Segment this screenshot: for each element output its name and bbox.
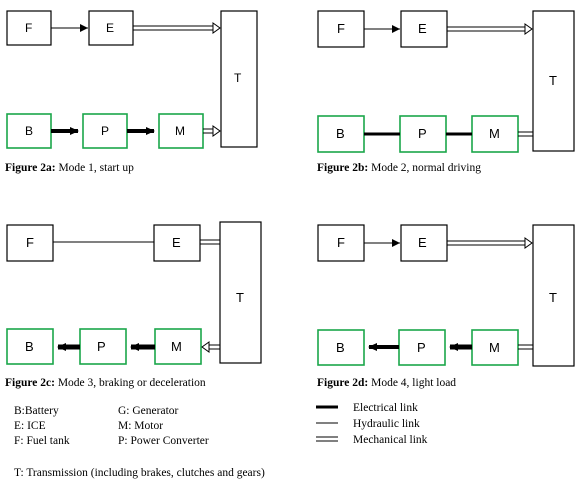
figure-2a-caption: Figure 2a: Mode 1, start up [5,162,134,174]
motor-label: M [489,126,500,141]
battery-label: B [336,126,345,141]
figure-2a: F E T B P M Figure 2a: Mode 1, start up [5,10,258,174]
fuel-tank-label: F [26,235,34,250]
key-battery: B:Battery [14,405,59,417]
fuel-tank-label: F [337,21,345,36]
ice-label: E [106,21,114,35]
mechanical-link-t-m [518,344,533,350]
fuel-tank-label: F [25,21,32,35]
hydraulic-link-label: Hydraulic link [353,418,420,430]
figure-2c: F E T B P M Figure 2c: Mode 3, braking o… [5,221,262,389]
fuel-tank-label: F [337,235,345,250]
motor-label: M [171,339,182,354]
motor-box [158,113,204,149]
transmission-box [532,224,575,367]
key-motor: M: Motor [118,420,163,432]
figure-2b-caption: Figure 2b: Mode 2, normal driving [317,162,481,174]
mechanical-link-e-t [447,23,533,35]
fuel-tank-box [6,10,52,46]
battery-label: B [336,340,345,355]
transmission-label: T [236,290,244,305]
key-transmission: T: Transmission (including brakes, clutc… [14,467,265,479]
battery-label: B [25,124,33,138]
mechanical-link-swatch [316,436,338,442]
figure-2b: F E T B P M Figure 2b: Mode 2, normal dr… [317,10,575,174]
ice-label: E [418,235,427,250]
figure-2c-caption: Figure 2c: Mode 3, braking or decelerati… [5,377,206,389]
transmission-label: T [549,73,557,88]
converter-label: P [418,126,427,141]
converter-label: P [101,124,109,138]
ice-label: E [418,21,427,36]
mechanical-link-t-m [201,341,220,353]
mechanical-link-e-t [200,239,220,245]
ice-box [88,10,134,46]
converter-label: P [97,339,106,354]
key-converter: P: Power Converter [118,435,209,447]
transmission-box [219,221,262,364]
motor-label: M [489,340,500,355]
link-legend: Electrical link Hydraulic link Mechanica… [316,402,428,446]
motor-box [471,329,519,366]
key-generator: G: Generator [118,405,179,417]
converter-label: P [417,340,426,355]
key-ice: E: ICE [14,420,46,432]
transmission-box [532,10,575,152]
mechanical-link-label: Mechanical link [353,434,428,446]
fuel-tank-box [6,224,54,262]
transmission-label: T [234,71,242,85]
key-fuel-tank: F: Fuel tank [14,435,70,447]
mechanical-link-m-t [518,131,533,137]
converter-box [79,328,127,365]
battery-box [317,329,365,366]
mechanical-link-e-t [447,237,533,249]
ice-label: E [172,235,181,250]
figure-2d: F E T B P M Figure 2d: Mode 4, light loa… [317,224,575,389]
transmission-label: T [549,290,557,305]
ice-box [400,224,448,262]
transmission-box [220,10,258,148]
fuel-tank-box [317,224,365,262]
ice-box [153,224,201,262]
abbreviation-key: B:Battery E: ICE F: Fuel tank G: Generat… [14,405,265,479]
figure-2d-caption: Figure 2d: Mode 4, light load [317,377,456,389]
ice-box [400,10,448,48]
converter-box [82,113,128,149]
battery-label: B [25,339,34,354]
mechanical-link-m-t [203,125,221,137]
electrical-link-label: Electrical link [353,402,418,414]
mechanical-link-e-t [133,22,221,34]
motor-box [471,115,519,153]
battery-box [6,328,54,365]
motor-label: M [175,124,185,138]
